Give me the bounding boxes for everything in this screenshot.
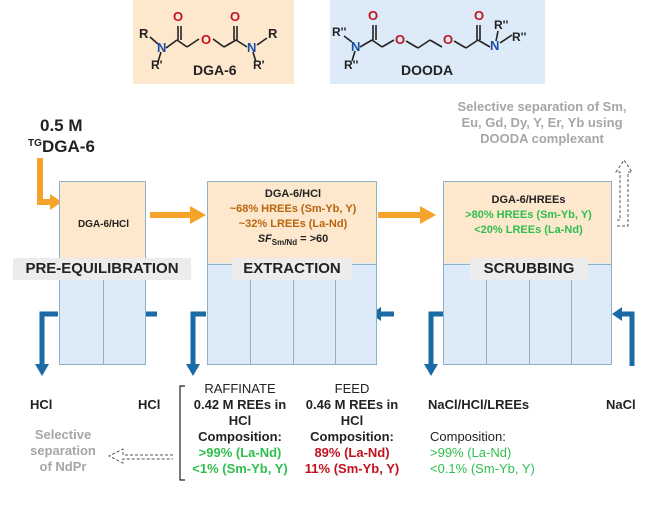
feed-comp-hree: 11% (Sm-Yb, Y) — [304, 461, 400, 476]
raffinate-comp-lree: >99% (La-Nd) — [198, 445, 282, 460]
ndpr-note-line3: of NdPr — [39, 459, 87, 474]
ndpr-note-line2: separation — [30, 443, 96, 458]
scrub-comp-hree: <0.1% (Sm-Yb, Y) — [430, 461, 535, 476]
dooda-n-right: N — [490, 38, 500, 53]
organic-flow-arrows — [37, 158, 436, 224]
extraction-organic-label: DGA-6/HCl — [264, 188, 322, 200]
dga6-name: DGA-6 — [193, 62, 237, 78]
feed-composition-label: Composition: — [310, 429, 394, 444]
pre-equilibration-title: PRE-EQUILIBRATION — [13, 258, 191, 280]
ndpr-separation-note: Selective separation of NdPr — [22, 427, 104, 475]
dooda-o-2: O — [395, 32, 406, 47]
dga6-rprime-right: R' — [253, 58, 265, 72]
raffinate-comp-hree: <1% (Sm-Yb, Y) — [192, 461, 288, 476]
nacl-inlet-label: NaCl — [606, 397, 636, 412]
dooda-name: DOODA — [401, 62, 454, 78]
dooda-note-line1: Selective separation of Sm, — [457, 99, 627, 114]
raffinate-conc-2: HCl — [228, 413, 252, 428]
hcl-outlet-label: HCl — [30, 397, 53, 412]
dga6-rprime-left: R' — [151, 58, 163, 72]
dga6-o-center: O — [201, 32, 212, 47]
ndpr-note-line1: Selective — [34, 427, 92, 442]
dooda-skeleton — [343, 25, 513, 62]
feed-conc-2: HCl — [340, 413, 364, 428]
reagent-concentration: 0.5 M — [40, 116, 83, 135]
raffinate-conc-1: 0.42 M REEs in — [193, 397, 287, 412]
pre-organic-label: DGA-6/HCl — [77, 219, 130, 230]
dga6-structure-card — [133, 0, 294, 84]
feed-block: FEED 0.46 M REEs in HCl Composition: 89%… — [296, 381, 408, 477]
scrubbing-organic-label: DGA-6/HREEs — [491, 194, 566, 206]
sf-subscript: Sm/Nd — [271, 238, 298, 248]
dga6-r-left: R — [139, 26, 149, 41]
dooda-o-4: O — [474, 8, 485, 23]
ndpr-dashed-arrow — [107, 448, 173, 464]
sf-symbol: SF — [257, 233, 272, 245]
pre-equilibration-stage: DGA-6/HCl — [59, 181, 146, 365]
feed-title: FEED — [334, 381, 370, 396]
scrub-comp-lree: >99% (La-Nd) — [430, 445, 512, 460]
dooda-o-1: O — [368, 8, 379, 23]
extraction-hree-line: ~68% HREEs (Sm-Yb, Y) — [229, 203, 357, 215]
raffinate-composition-label: Composition: — [198, 429, 282, 444]
dooda-r-right: R'' — [512, 30, 527, 44]
reagent-name: DGA-6 — [42, 137, 95, 156]
dooda-r-topleft: R'' — [332, 25, 347, 39]
scrubbing-title: SCRUBBING — [470, 258, 588, 280]
raffinate-title: RAFFINATE — [204, 381, 276, 396]
reagent-superscript: TG — [28, 138, 42, 149]
dga6-r-right: R — [268, 26, 278, 41]
dooda-note-line2: Eu, Gd, Dy, Y, Er, Yb using — [461, 115, 623, 130]
feed-comp-lree: 89% (La-Nd) — [314, 445, 390, 460]
scrub-outlet-label: NaCl/HCl/LREEs — [428, 397, 530, 412]
raffinate-block: RAFFINATE 0.42 M REEs in HCl Composition… — [184, 381, 296, 477]
scrubbing-hree-line: >80% HREEs (Sm-Yb, Y) — [465, 209, 592, 221]
scrub-composition-label: Composition: — [430, 429, 506, 444]
scrub-outlet-composition: Composition: >99% (La-Nd) <0.1% (Sm-Yb, … — [430, 429, 535, 477]
dooda-r-bottomleft: R'' — [344, 58, 359, 72]
dooda-n-left: N — [351, 39, 361, 54]
dga6-o-right: O — [230, 9, 241, 24]
dga6-o-left: O — [173, 9, 184, 24]
dga6-n-right: N — [247, 40, 257, 55]
dga6-n-left: N — [157, 40, 167, 55]
hcl-inlet-label: HCl — [138, 397, 161, 412]
dooda-o-3: O — [443, 32, 454, 47]
dooda-r-top-right: R'' — [494, 18, 509, 32]
scrubbing-lree-line: <20% LREEs (La-Nd) — [474, 224, 583, 236]
feed-conc-1: 0.46 M REEs in — [305, 397, 399, 412]
dooda-structure-card — [330, 0, 545, 84]
extraction-lree-line: ~32% LREEs (La-Nd) — [238, 218, 348, 230]
sf-value: = >60 — [297, 233, 329, 245]
dooda-separation-note: Selective separation of Sm, Eu, Gd, Dy, … — [432, 99, 650, 147]
dga6-skeleton — [149, 26, 268, 63]
extraction-sf-line: SFSm/Nd = >60 — [208, 233, 378, 247]
composition-bracket — [179, 385, 185, 481]
dooda-outlet-arrow — [615, 159, 633, 227]
dooda-note-line3: DOODA complexant — [480, 131, 604, 146]
extraction-title: EXTRACTION — [232, 258, 352, 280]
